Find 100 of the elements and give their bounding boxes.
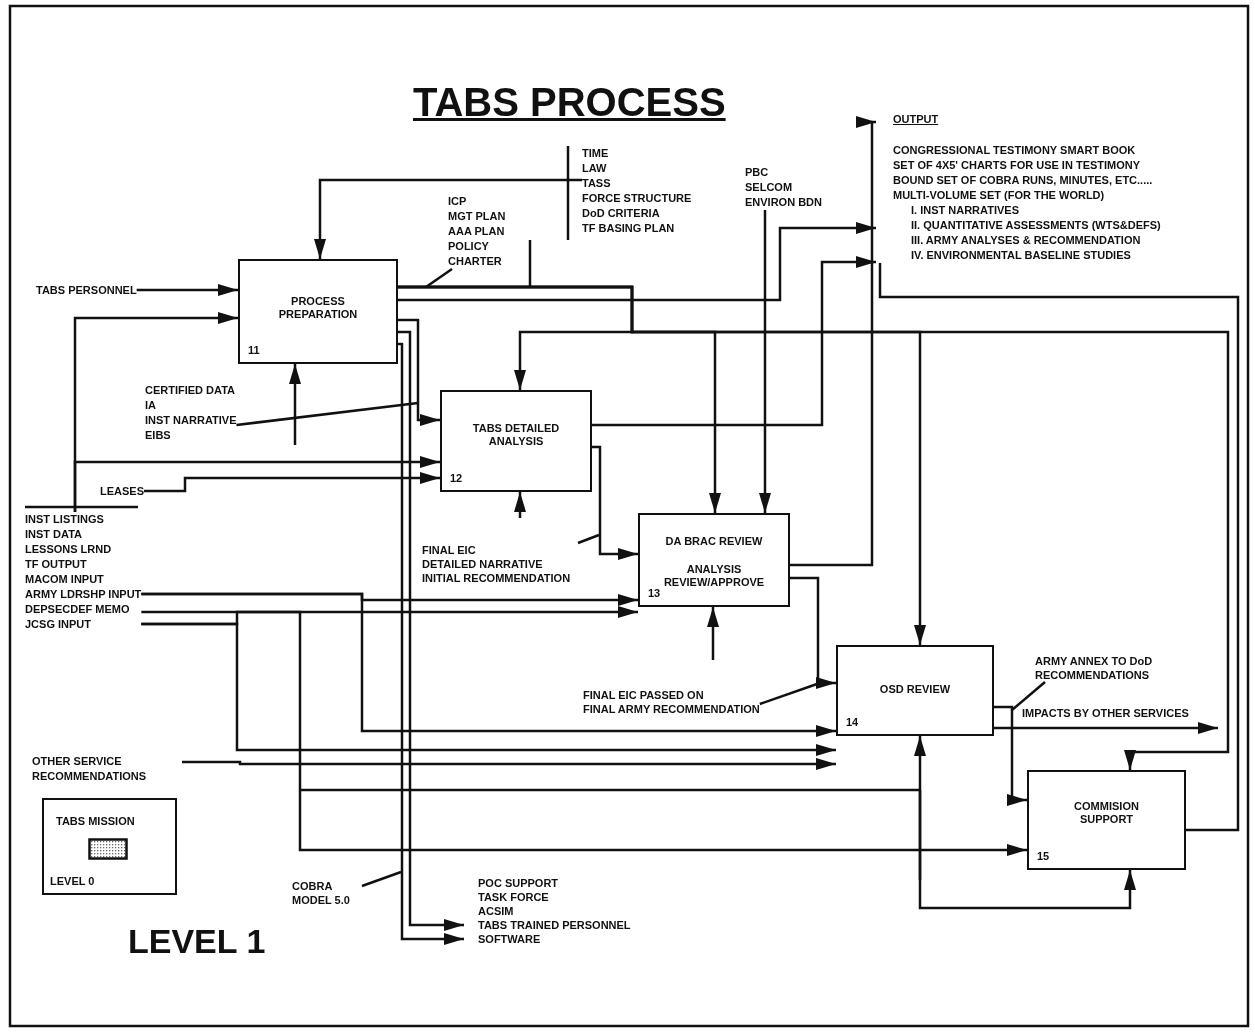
flow-label: COBRA MODEL 5.0: [292, 879, 351, 907]
list-item: DEPSECDEF MEMO: [25, 602, 130, 617]
process-title: OSD REVIEW: [879, 683, 951, 695]
level-box: [42, 798, 177, 895]
flow-label: OTHER SERVICE RECOMMENDATIONS: [32, 754, 148, 784]
list-item: SOFTWARE: [478, 932, 541, 946]
arrow: [136, 284, 238, 296]
box-number: 13: [648, 586, 661, 601]
process-box: [836, 645, 994, 736]
list-item: TF BASING PLAN: [582, 221, 675, 236]
box-number: 15: [1037, 849, 1050, 864]
list-item: ICP: [448, 194, 467, 209]
arrow: [314, 178, 582, 259]
list-item: JCSG INPUT: [25, 617, 91, 632]
list-item: TASS: [582, 176, 611, 191]
process-box: [440, 390, 592, 492]
box-title: TABS MISSION: [56, 814, 135, 829]
box-number: 12: [450, 471, 463, 486]
arrow: [398, 318, 440, 426]
process-title: TABS DETAILED ANALYSIS: [472, 422, 560, 447]
connector-line: [878, 263, 1240, 832]
list-item: II. QUANTITATIVE ASSESSMENTS (WTS&DEFS): [911, 218, 1161, 233]
list-item: SELCOM: [745, 180, 793, 195]
process-box: [638, 513, 790, 607]
level-number: LEVEL 0: [50, 874, 95, 889]
list-item: TIME: [582, 146, 609, 161]
list-item: III. ARMY ANALYSES & RECOMMENDATION: [911, 233, 1141, 248]
list-item: FINAL EIC PASSED ON: [583, 688, 704, 702]
list-item: SET OF 4X5' CHARTS FOR USE IN TESTIMONY: [893, 158, 1141, 173]
list-item: MACOM INPUT: [25, 572, 104, 587]
list-item: DoD CRITERIA: [582, 206, 660, 221]
arrow: [73, 456, 440, 512]
arrow: [759, 210, 771, 513]
list-item: CHARTER: [448, 254, 502, 269]
diagram-title: TABS PROCESS: [413, 79, 726, 126]
output-heading: OUTPUT: [893, 112, 939, 127]
arrow: [141, 592, 836, 737]
arrow: [141, 610, 1027, 856]
list-item: AAA PLAN: [448, 224, 505, 239]
arrow: [790, 576, 836, 689]
flow-label: LEASES: [100, 484, 144, 499]
process-description: ANALYSIS REVIEW/APPROVE: [663, 563, 765, 588]
arrow: [592, 445, 638, 560]
box-number: 11: [248, 343, 260, 358]
leader-line: [425, 267, 453, 289]
list-item: ARMY LDRSHP INPUT: [25, 587, 142, 602]
box-number: 14: [846, 715, 859, 730]
list-item: ACSIM: [478, 904, 514, 918]
list-item: MGT PLAN: [448, 209, 506, 224]
list-item: TF OUTPUT: [25, 557, 87, 572]
list-item: LAW: [582, 161, 607, 176]
list-item: INST LISTINGS: [25, 512, 104, 527]
list-item: PBC: [745, 165, 769, 180]
leader-line: [577, 533, 600, 545]
arrow: [289, 364, 301, 445]
flow-label: TABS PERSONNEL: [36, 283, 137, 298]
arrow: [398, 222, 876, 302]
list-item: POC SUPPORT: [478, 876, 559, 890]
list-item: ENVIRON BDN: [745, 195, 822, 210]
list-item: I. INST NARRATIVES: [911, 203, 1019, 218]
list-item: CONGRESSIONAL TESTIMONY SMART BOOK: [893, 143, 1136, 158]
process-title: DA BRAC REVIEW: [665, 535, 763, 547]
level-label: LEVEL 1: [128, 922, 266, 961]
arrow: [141, 622, 836, 756]
process-title: PROCESS PREPARATION: [278, 295, 358, 320]
list-item: INST NARRATIVE: [145, 413, 237, 428]
leader-line: [361, 870, 402, 888]
process-title: COMMISION SUPPORT: [1074, 800, 1139, 825]
list-item: INST DATA: [25, 527, 83, 542]
arrow: [514, 492, 526, 518]
list-item: LESSONS LRND: [25, 542, 112, 557]
list-item: FORCE STRUCTURE: [582, 191, 692, 206]
arrow: [994, 722, 1218, 734]
list-item: BOUND SET OF COBRA RUNS, MINUTES, ETC.....: [893, 173, 1153, 188]
edge-label: IMPACTS BY OTHER SERVICES: [1022, 706, 1189, 720]
arrow: [790, 116, 877, 567]
arrow: [398, 285, 1230, 770]
list-item: IV. ENVIRONMENTAL BASELINE STUDIES: [911, 248, 1131, 263]
arrow: [707, 607, 719, 660]
list-item: DETAILED NARRATIVE: [422, 557, 543, 571]
arrow: [144, 472, 440, 493]
list-item: INITIAL RECOMMENDATION: [422, 571, 571, 585]
arrow: [994, 705, 1027, 806]
process-box: [238, 259, 398, 364]
leader-line: [759, 682, 818, 706]
flow-label: ARMY ANNEX TO DoD RECOMMENDATIONS: [1035, 654, 1154, 682]
process-box: [1027, 770, 1186, 870]
list-item: TASK FORCE: [478, 890, 549, 904]
arrow: [182, 758, 836, 770]
list-item: EIBS: [145, 428, 171, 443]
leader-line: [236, 401, 419, 427]
list-item: MULTI-VOLUME SET (FOR THE WORLD): [893, 188, 1105, 203]
list-item: TABS TRAINED PERSONNEL: [478, 918, 631, 932]
leader-line: [1011, 681, 1046, 711]
arrow: [918, 790, 1136, 910]
list-item: IA: [145, 398, 156, 413]
list-item: FINAL EIC: [422, 543, 476, 557]
arrow: [592, 256, 876, 427]
list-item: POLICY: [448, 239, 489, 254]
list-item: CERTIFIED DATA: [145, 383, 236, 398]
